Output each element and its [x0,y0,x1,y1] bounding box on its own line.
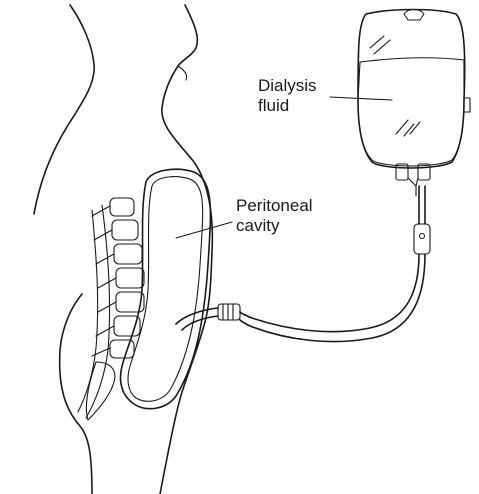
bag-highlight [370,36,420,136]
vertebra [114,244,142,264]
spine [78,198,144,420]
dialysis-bag [358,10,470,197]
vertebra [112,220,138,240]
bag-body [358,10,465,169]
spinal-canal-line [78,210,98,412]
tube-lower-inner [240,254,425,342]
vertebra [114,316,140,336]
bag-fluid [358,58,464,166]
catheter-connector [218,304,240,320]
catheter-into-cavity [176,308,218,330]
back-outline [34,5,94,214]
tube-upper [419,186,425,224]
face-detail [178,66,187,80]
peritoneal-cavity-leader [176,222,232,238]
tube-clamp-dot [420,234,425,239]
tube-lower-outer [240,254,419,332]
bag-top-hanger [404,10,424,21]
dialysis-fluid-leader [330,97,392,100]
connector-ridges [223,304,233,320]
dialysis-fluid-label: Dialysis fluid [258,76,317,116]
vertebra [110,198,134,216]
vertebra [116,268,144,288]
bag-side-tab [464,98,470,112]
sacrum [86,362,114,420]
peritoneal-cavity-label: Peritoneal cavity [236,196,313,236]
peritoneal-cavity-fill [128,177,203,402]
bag-port-connector [408,178,418,196]
bag-port-right [418,164,430,180]
body-outline [34,5,212,494]
